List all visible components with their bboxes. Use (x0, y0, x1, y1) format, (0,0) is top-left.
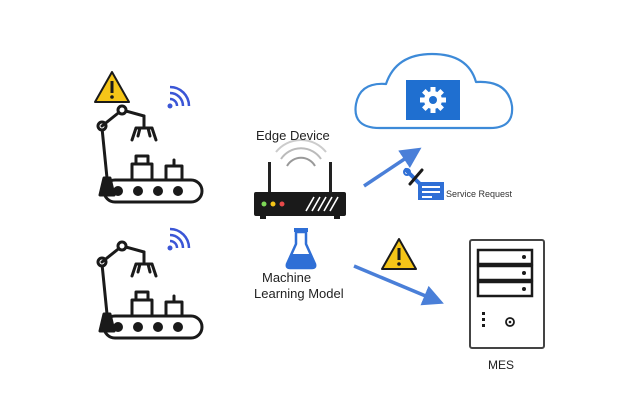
router-icon (254, 139, 346, 219)
flask-icon (285, 228, 317, 270)
ml-model-label-line2: Learning Model (254, 286, 344, 301)
wifi-icon (167, 227, 191, 251)
mes-label: MES (488, 358, 515, 372)
wifi-icon (167, 85, 191, 109)
edge-device-label: Edge Device (256, 128, 330, 143)
ml-model-label-line1: Machine (262, 270, 312, 285)
robot-arm-icon (96, 104, 204, 204)
robot-arm-icon (96, 240, 204, 340)
warning-icon (381, 238, 417, 270)
server-icon (469, 239, 545, 349)
arrow-icon (353, 264, 444, 306)
service-request-label: Service Request (446, 189, 513, 199)
wrench-tool-icon (403, 168, 444, 200)
warning-icon (94, 71, 130, 103)
gear-icon (406, 80, 460, 120)
arrow-icon (363, 147, 422, 188)
